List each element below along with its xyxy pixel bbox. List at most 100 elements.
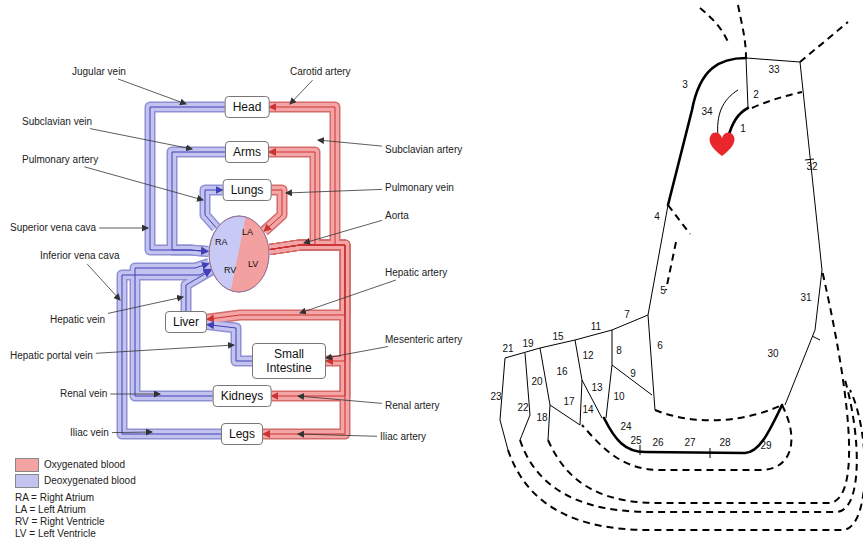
leader-line bbox=[290, 80, 313, 104]
callout-number: 3 bbox=[682, 79, 688, 90]
chamber-label: LA bbox=[242, 227, 253, 237]
vessel-label: Aorta bbox=[385, 210, 409, 222]
vessel-band bbox=[269, 152, 315, 250]
vessel-label: Jugular vein bbox=[72, 66, 126, 78]
callout-number: 33 bbox=[768, 64, 779, 75]
callout-number: 9 bbox=[630, 368, 636, 379]
callout-number: 27 bbox=[684, 437, 695, 448]
leader-line bbox=[304, 220, 382, 243]
vessel-band bbox=[205, 190, 223, 228]
vessel-label: Renal vein bbox=[60, 388, 107, 400]
organ-label: Arms bbox=[233, 145, 261, 159]
vessel-band bbox=[263, 245, 345, 434]
callout-number: 7 bbox=[624, 309, 630, 320]
leader-line bbox=[90, 129, 192, 149]
vessel-label: Subclavian artery bbox=[385, 144, 462, 156]
organ-box: Lungs bbox=[223, 179, 272, 201]
callout-number: 26 bbox=[652, 437, 663, 448]
abbreviation-note: LA = Left Atrium bbox=[15, 504, 86, 516]
abbreviation-note: RV = Right Ventricle bbox=[15, 516, 105, 528]
leader-line bbox=[298, 396, 382, 403]
vessel-band bbox=[269, 107, 335, 250]
left-heart bbox=[230, 215, 270, 293]
heart-outline bbox=[208, 215, 270, 293]
callout-number: 16 bbox=[556, 366, 567, 377]
blood-flow-arrow bbox=[269, 107, 335, 250]
callout-number: 11 bbox=[591, 321, 601, 332]
vessel-label: Pulmonary vein bbox=[385, 182, 454, 194]
callout-number: 32 bbox=[806, 161, 817, 172]
blood-flow-arrow bbox=[269, 152, 315, 250]
blood-flow-arrow bbox=[135, 264, 213, 396]
callout-number: 19 bbox=[522, 338, 533, 349]
leader-line bbox=[96, 345, 234, 353]
vessel-label: Mesenteric artery bbox=[385, 334, 462, 346]
blood-flow-arrow bbox=[122, 269, 221, 434]
vessel-band bbox=[150, 107, 225, 252]
vessel-band bbox=[269, 152, 315, 250]
legend-swatch bbox=[15, 474, 39, 488]
organ-label: Lungs bbox=[231, 183, 264, 197]
callout-number: 15 bbox=[552, 331, 563, 342]
vessel-label: Hepatic portal vein bbox=[10, 350, 93, 362]
vessel-band bbox=[269, 107, 335, 250]
vessel-label: Renal artery bbox=[385, 400, 439, 412]
organ-box: Arms bbox=[225, 141, 269, 163]
organ-label: Legs bbox=[229, 427, 255, 441]
vessel-band bbox=[135, 264, 213, 396]
legend-swatch bbox=[15, 458, 39, 472]
blood-flow-arrow bbox=[207, 325, 252, 362]
abbreviation-note: LV = Left Ventricle bbox=[15, 528, 96, 540]
blood-flow-arrow bbox=[263, 245, 345, 434]
organ-box: Kidneys bbox=[213, 385, 272, 407]
callout-number: 12 bbox=[582, 350, 593, 361]
legend-text: Deoxygenated blood bbox=[44, 475, 136, 487]
heart-shape: RALARVLV bbox=[208, 215, 270, 293]
callout-number: 31 bbox=[800, 292, 811, 303]
organ-label: Kidneys bbox=[221, 389, 264, 403]
chamber-label: LV bbox=[248, 259, 258, 269]
vessel-band bbox=[207, 325, 252, 362]
callout-number: 30 bbox=[767, 348, 778, 359]
callout-number: 5 bbox=[660, 285, 666, 296]
organ-box: Small Intestine bbox=[252, 343, 326, 379]
vessel-band bbox=[207, 325, 252, 362]
leader-line bbox=[300, 280, 396, 313]
leader-line bbox=[112, 432, 152, 434]
leader-line bbox=[110, 394, 160, 395]
callout-number: 34 bbox=[701, 106, 712, 117]
legend-text: Oxygenated blood bbox=[44, 459, 125, 471]
callout-number: 18 bbox=[536, 412, 547, 423]
callout-number: 13 bbox=[591, 382, 602, 393]
leader-line bbox=[118, 79, 186, 104]
leader-line bbox=[326, 347, 388, 359]
leader-line bbox=[286, 189, 382, 193]
vessel-band bbox=[135, 264, 213, 396]
organ-label: Head bbox=[233, 100, 262, 114]
callout-number: 8 bbox=[616, 345, 622, 356]
vessel-band bbox=[150, 107, 225, 252]
organ-label: Small Intestine bbox=[260, 347, 318, 375]
heart-border bbox=[209, 216, 269, 292]
vessel-label: Subclavian vein bbox=[22, 116, 92, 128]
callout-number: 2 bbox=[753, 89, 759, 100]
callout-number: 14 bbox=[582, 404, 593, 415]
vessel-label: Pulmonary artery bbox=[22, 154, 98, 166]
vessel-band bbox=[205, 190, 223, 228]
vessel-band bbox=[122, 269, 221, 434]
organ-box: Legs bbox=[221, 423, 263, 445]
callout-number: 10 bbox=[613, 391, 624, 402]
leader-line bbox=[84, 167, 203, 200]
callout-number: 4 bbox=[654, 211, 660, 222]
callout-number: 28 bbox=[719, 437, 730, 448]
callout-number: 25 bbox=[630, 435, 641, 446]
vessel-label: Superior vena cava bbox=[10, 222, 96, 234]
callout-number: 24 bbox=[620, 421, 631, 432]
organ-box: Head bbox=[225, 96, 270, 118]
abbreviation-note: RA = Right Atrium bbox=[15, 492, 94, 504]
callout-number: 29 bbox=[760, 440, 771, 451]
vessel-label: Iliac artery bbox=[380, 431, 426, 443]
leader-line bbox=[318, 140, 382, 146]
callout-number: 20 bbox=[531, 376, 542, 387]
vessel-label: Hepatic vein bbox=[50, 314, 105, 326]
